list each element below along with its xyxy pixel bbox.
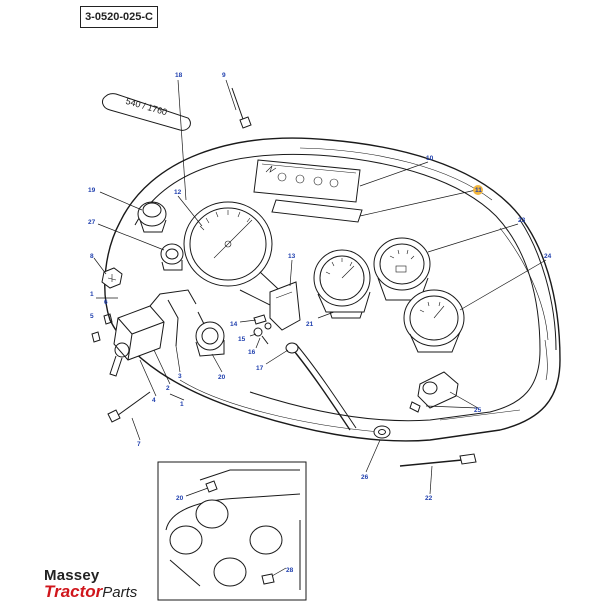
logo-word-tractor: Tractor (44, 582, 103, 601)
callout-12[interactable]: 12 (174, 189, 182, 196)
callout-9[interactable]: 9 (222, 72, 226, 79)
nut-8 (101, 267, 123, 289)
brand-logo: Massey TractorParts (44, 568, 137, 600)
bracket-13 (269, 281, 301, 331)
bolt-7 (107, 391, 151, 423)
screw-9 (231, 87, 252, 129)
callout-5[interactable]: 5 (90, 313, 94, 320)
callout-15[interactable]: 15 (238, 336, 246, 343)
callout-19[interactable]: 19 (88, 187, 96, 194)
callout-1-lower[interactable]: 1 (180, 401, 184, 408)
diagram-reference-code: 3-0520-025-C (80, 6, 158, 28)
gauge-23 (373, 237, 431, 301)
decal-plate: 540 / 1760 (102, 93, 191, 131)
callout-3[interactable]: 3 (178, 373, 182, 380)
leader-lines (93, 79, 547, 577)
knob-19 (137, 201, 167, 233)
callout-11[interactable]: 11 (475, 187, 482, 194)
logo-line-2: TractorParts (44, 583, 137, 600)
bezel-27 (160, 243, 184, 271)
gauge-24 (403, 289, 465, 353)
callout-16[interactable]: 16 (248, 349, 256, 356)
callout-18[interactable]: 18 (175, 72, 183, 79)
callout-13[interactable]: 13 (288, 253, 296, 260)
grommet-26 (373, 425, 391, 439)
callout-labels: 18 9 10 11 19 12 23 27 24 8 13 1 6 5 14 … (88, 72, 552, 574)
callout-26[interactable]: 26 (361, 474, 369, 481)
callout-28[interactable]: 28 (286, 567, 294, 574)
callout-20-main[interactable]: 20 (218, 374, 226, 381)
callout-23[interactable]: 23 (518, 217, 526, 224)
callout-14[interactable]: 14 (230, 321, 238, 328)
callout-2[interactable]: 2 (166, 385, 170, 392)
callout-27[interactable]: 27 (88, 219, 96, 226)
callout-7[interactable]: 7 (137, 441, 141, 448)
sender-cable-22 (399, 453, 477, 467)
callout-6[interactable]: 6 (104, 299, 108, 306)
callout-24[interactable]: 24 (544, 253, 552, 260)
logo-word-parts: Parts (102, 584, 138, 601)
callout-4[interactable]: 4 (152, 397, 156, 404)
switch-25 (409, 371, 459, 413)
highlight-marker (473, 185, 483, 195)
callout-22[interactable]: 22 (425, 495, 433, 502)
ignition-switch-20 (195, 311, 225, 357)
cable-17 (285, 342, 357, 431)
gauge-21 (313, 249, 371, 319)
callout-20-inset[interactable]: 20 (176, 495, 184, 502)
callout-8[interactable]: 8 (90, 253, 94, 260)
callout-25[interactable]: 25 (474, 407, 482, 414)
light-switch-assembly (109, 289, 197, 377)
callout-10[interactable]: 10 (426, 155, 434, 162)
fasteners-5-6 (91, 297, 118, 343)
warning-light-panel (253, 159, 363, 223)
callout-1-upper[interactable]: 1 (90, 291, 94, 298)
callout-17[interactable]: 17 (256, 365, 264, 372)
callout-21[interactable]: 21 (306, 321, 314, 328)
logo-line-1: Massey (44, 567, 100, 584)
inset-detail-box (157, 461, 307, 601)
fasteners-14-15-16 (253, 314, 272, 345)
